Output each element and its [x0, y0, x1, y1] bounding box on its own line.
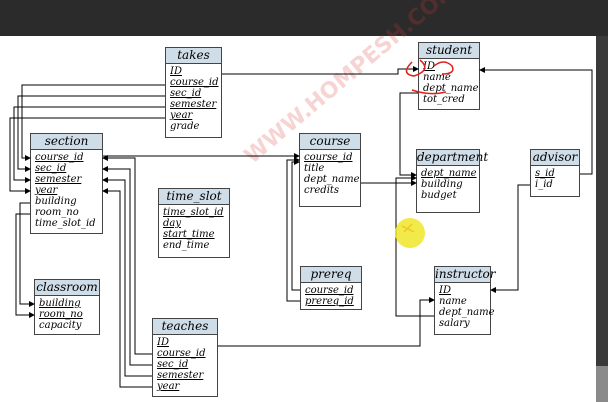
attribute: end_time: [163, 240, 210, 251]
attribute: salary: [439, 318, 470, 329]
key-attribute: ID: [439, 285, 451, 296]
entity-title: student: [419, 43, 479, 59]
entity-title: prereq: [301, 267, 361, 283]
key-attribute: year: [35, 185, 58, 196]
key-attribute: dept_name: [421, 168, 477, 179]
attribute: dept_name: [439, 307, 495, 318]
key-attribute: course_id: [157, 348, 206, 359]
key-attribute: ID: [170, 66, 182, 77]
video-right-edge: [596, 36, 608, 402]
entity-title: teaches: [153, 319, 217, 335]
attribute: i_id: [535, 179, 553, 190]
key-attribute: course_id: [35, 152, 84, 163]
entity-title: takes: [166, 48, 221, 64]
attribute: grade: [170, 121, 200, 132]
key-attribute: sec_id: [157, 359, 189, 370]
attribute: building: [421, 179, 463, 190]
key-attribute: course_id: [304, 152, 353, 163]
key-attribute: building: [39, 298, 81, 309]
attribute: dept_name: [423, 83, 479, 94]
key-attribute: semester: [157, 370, 204, 381]
attribute: credits: [304, 185, 340, 196]
entity-title: advisor: [531, 150, 579, 166]
key-attribute: s_id: [535, 168, 555, 179]
video-top-bar: [0, 0, 608, 36]
video-edge-strip: [596, 366, 608, 402]
attribute: budget: [421, 190, 457, 201]
key-attribute: room_no: [39, 309, 83, 320]
entity-title: course: [300, 134, 360, 150]
attribute: time_slot_id: [35, 218, 96, 229]
key-attribute: semester: [170, 99, 217, 110]
attribute: tot_cred: [423, 94, 465, 105]
entity-title: classroom: [35, 280, 99, 296]
key-attribute: semester: [35, 174, 82, 185]
entity-title: time_slot: [159, 189, 229, 205]
key-attribute: sec_id: [35, 163, 67, 174]
key-attribute: course_id: [305, 285, 354, 296]
entity-title: section: [31, 134, 102, 150]
attribute: room_no: [35, 207, 79, 218]
entity-title: instructor: [435, 267, 496, 283]
key-attribute: start_time: [163, 229, 215, 240]
attribute: name: [439, 296, 467, 307]
key-attribute: course_id: [170, 77, 219, 88]
attribute: building: [35, 196, 77, 207]
key-attribute: year: [157, 381, 180, 392]
key-attribute: year: [170, 110, 193, 121]
pointer-highlight: [395, 218, 425, 248]
key-attribute: time_slot_id: [163, 207, 224, 218]
attribute: name: [423, 72, 451, 83]
attribute: capacity: [39, 320, 82, 331]
attribute: dept_name: [304, 174, 360, 185]
key-attribute: day: [163, 218, 182, 229]
key-attribute: ID: [157, 337, 169, 348]
attribute: title: [304, 163, 325, 174]
entity-title: department: [417, 150, 489, 166]
key-attribute: ID: [423, 61, 435, 72]
key-attribute: prereq_id: [305, 296, 354, 307]
key-attribute: sec_id: [170, 88, 202, 99]
